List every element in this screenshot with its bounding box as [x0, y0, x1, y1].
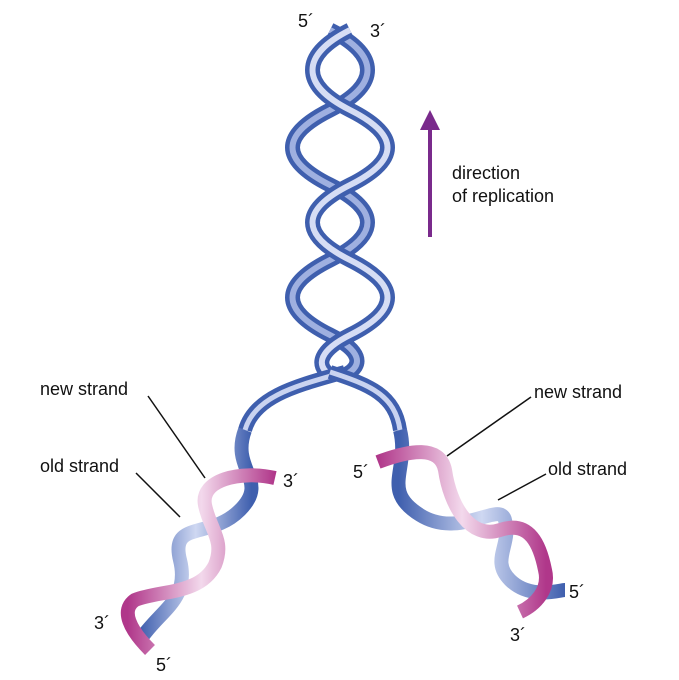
new-strand-label-right: new strand: [534, 382, 623, 402]
direction-label-line2: of replication: [452, 186, 555, 206]
right-inner-5-prime-label: 5´: [353, 462, 370, 482]
leader-old-strand-right: [497, 473, 547, 501]
new-strand-label-left: new strand: [40, 379, 129, 399]
left-bottom-5-prime-label: 5´: [156, 655, 173, 675]
left-inner-3-prime-label: 3´: [283, 471, 300, 491]
right-bottom-5-prime-label: 5´: [569, 582, 586, 602]
left-bottom-3-prime-label: 3´: [94, 613, 111, 633]
top-3-prime-label: 3´: [370, 21, 387, 41]
right-daughter-helix: [375, 428, 566, 619]
left-old-strand: [134, 427, 259, 645]
old-strand-label-right: old strand: [548, 459, 628, 479]
leader-old-strand-left: [135, 472, 181, 518]
right-new-strand: [375, 445, 553, 619]
leader-lines: [135, 395, 547, 518]
left-daughter-helix: [120, 427, 277, 655]
leader-new-strand-right: [446, 396, 532, 457]
top-5-prime-label: 5´: [298, 11, 315, 31]
direction-label: direction of replication: [452, 162, 554, 208]
right-bottom-3-prime-label: 3´: [510, 625, 527, 645]
left-new-strand: [120, 468, 277, 655]
direction-label-line1: direction: [452, 163, 521, 183]
old-strand-label-left: old strand: [40, 456, 120, 476]
left-arm-old-strand: [238, 365, 347, 433]
parent-helix: [285, 23, 395, 382]
leader-new-strand-left: [147, 395, 206, 479]
right-old-strand: [391, 428, 566, 600]
fork-arms: [238, 365, 407, 433]
